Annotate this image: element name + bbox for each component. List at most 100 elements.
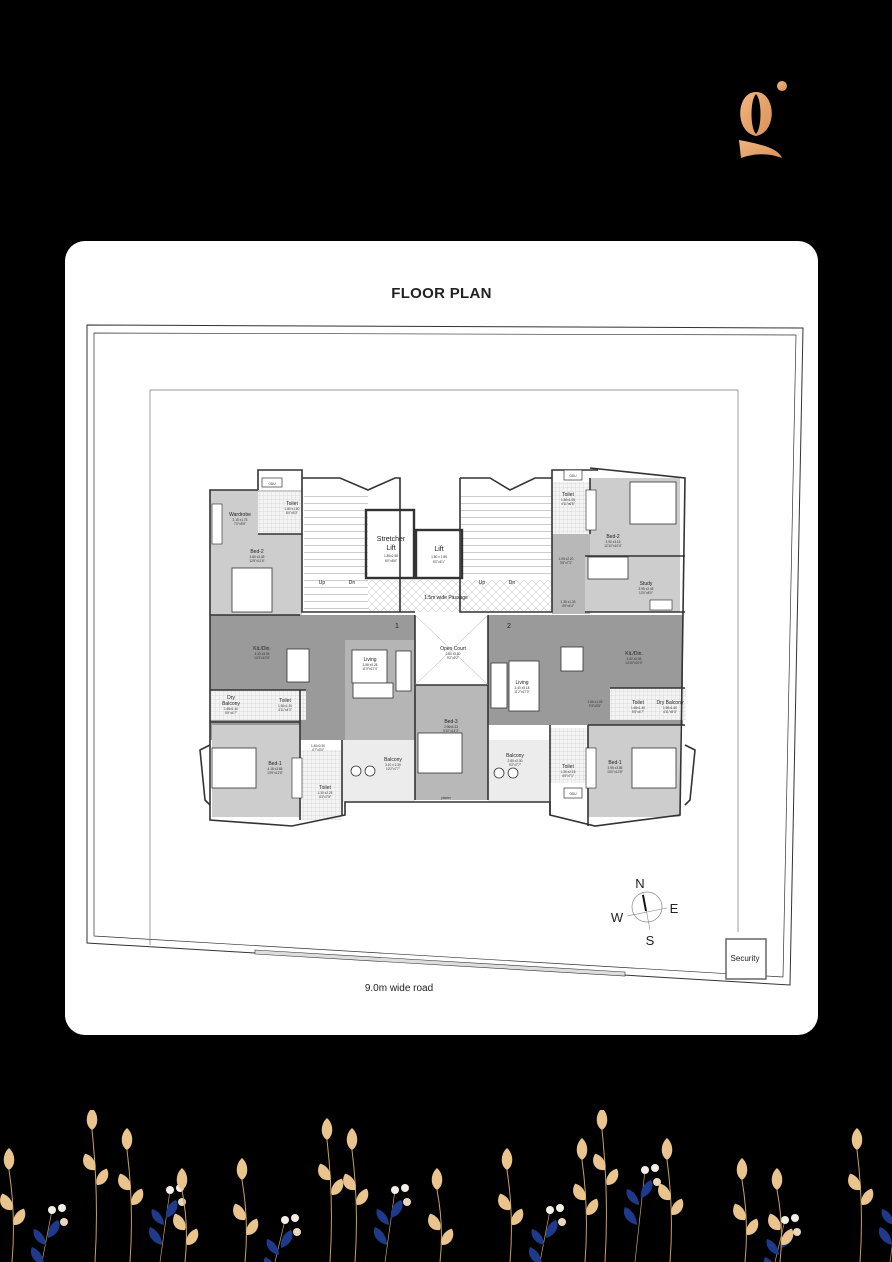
balcony-chair-right bbox=[507, 767, 519, 779]
road-label: 9.0m wide road bbox=[365, 983, 433, 994]
bud bbox=[661, 1138, 673, 1160]
left-bed2-dim-ft: 12'6"x11'6" bbox=[249, 559, 264, 563]
berry bbox=[641, 1166, 649, 1174]
bud bbox=[121, 1128, 133, 1150]
right-toilet-bottom-dim-m: 1.35 x2.15 bbox=[561, 770, 576, 774]
leaf bbox=[376, 1209, 389, 1225]
berry bbox=[546, 1206, 554, 1214]
sofa-left-seats bbox=[352, 682, 394, 699]
left-wardrobe-dim-ft: 7'0"x5'9" bbox=[234, 522, 246, 526]
left-toilet-mid-dim-ft: 4'11"x4'3" bbox=[278, 708, 292, 712]
left-balcony-dim-m: 3.10 x 2.30 bbox=[385, 763, 401, 767]
right-lobby2-dim-ft: 4'5"x4'4" bbox=[562, 604, 574, 608]
right-toilet-top-area bbox=[552, 482, 590, 534]
left-toilet-top-dim-m: 1.80 x1.60 bbox=[285, 507, 300, 511]
page-title: FLOOR PLAN bbox=[391, 285, 492, 302]
stem bbox=[326, 1139, 332, 1262]
left-toilet-bottom-label: Toilet bbox=[319, 785, 331, 791]
left-toilet-top-dim-ft: 6'0"x5'3" bbox=[286, 511, 298, 515]
bed-right-bed1 bbox=[631, 747, 677, 789]
stem bbox=[274, 1219, 286, 1262]
left-balcony-dim-ft: 10'2"x7'7" bbox=[386, 767, 400, 771]
bud bbox=[593, 1153, 606, 1171]
bud bbox=[746, 1218, 759, 1236]
left-living-label: Living bbox=[363, 657, 376, 663]
left-wardrobe-label: Wardrobe bbox=[229, 512, 251, 518]
bud bbox=[96, 1168, 109, 1186]
leaf bbox=[33, 1229, 46, 1245]
bud bbox=[331, 1178, 344, 1196]
stair-left bbox=[304, 490, 368, 612]
stem bbox=[776, 1189, 782, 1262]
leaf bbox=[266, 1239, 279, 1255]
stair-label: Up bbox=[479, 580, 486, 586]
leaf bbox=[280, 1230, 293, 1248]
right-kitchen-label: Kit./Din. bbox=[625, 651, 643, 657]
sofa-left bbox=[351, 649, 388, 684]
left-toilet-bottom-dim-m: 1.30 x2.25 bbox=[318, 791, 333, 795]
leaf bbox=[47, 1220, 60, 1238]
stretcher-lift-dim-ft: 6'0"x8'6" bbox=[385, 559, 397, 563]
leaf bbox=[373, 1227, 387, 1245]
stem bbox=[126, 1149, 132, 1262]
stem bbox=[181, 1189, 187, 1262]
right-dry-balcony-label: Dry Balcony bbox=[657, 700, 684, 706]
left-kitchen-dim-m: 4.33 x3.05 bbox=[255, 652, 270, 656]
logo-tail bbox=[739, 140, 782, 158]
left-toilet-top-label: Toilet bbox=[286, 501, 298, 507]
bud bbox=[0, 1193, 13, 1211]
right-lobby-area bbox=[552, 534, 590, 614]
compass-s: S bbox=[646, 933, 655, 948]
left-bed2-dim-m: 3.80 x3.45 bbox=[250, 555, 265, 559]
stem bbox=[581, 1159, 587, 1262]
left-dry-balcony-dim-m: 1.65x1.40 bbox=[224, 707, 238, 711]
bed3-dim-ft: 9'10"x14'3" bbox=[443, 729, 459, 733]
right-toilet-bottom-area bbox=[550, 728, 588, 783]
stem bbox=[41, 1209, 53, 1262]
left-bed1-label: Bed-1 bbox=[268, 761, 282, 767]
compass: N E S W bbox=[611, 876, 679, 948]
study-table bbox=[587, 556, 629, 580]
right-lobby3-dim-ft: 5'3"x3'5" bbox=[589, 704, 601, 708]
leaf bbox=[263, 1257, 273, 1262]
study-dim-m: 3.95 x2.45 bbox=[639, 587, 654, 591]
leaf bbox=[545, 1220, 558, 1238]
bud bbox=[173, 1213, 186, 1231]
stem bbox=[8, 1169, 14, 1262]
sofa-right bbox=[508, 660, 540, 712]
bud bbox=[431, 1168, 443, 1190]
right-lobby3-dim-m: 1.60 x1.05 bbox=[588, 700, 603, 704]
stem bbox=[436, 1189, 442, 1262]
balcony-chair-left bbox=[364, 765, 376, 777]
floor-plan-drawing: 9.0m wide road Security N E S W bbox=[86, 324, 804, 994]
north-needle bbox=[642, 894, 647, 912]
right-bed2-label: Bed-2 bbox=[606, 534, 620, 540]
left-dry-balcony-label-1: Dry bbox=[227, 695, 235, 701]
dining-table-right bbox=[560, 646, 584, 672]
left-dry-balcony-dim-ft: 5'5"x4'7" bbox=[225, 711, 237, 715]
left-toilet-top-area bbox=[258, 492, 302, 534]
right-balcony-dim-m: 2.80 x2.30 bbox=[508, 759, 523, 763]
stem bbox=[539, 1209, 551, 1262]
left-lobby-dim-m: 1.40x0.90 bbox=[311, 744, 325, 748]
leaf bbox=[165, 1200, 178, 1218]
berry bbox=[58, 1204, 66, 1212]
study-label: Study bbox=[640, 581, 653, 587]
leaf bbox=[766, 1239, 779, 1255]
lift-dim-ft: 6'0"x6'1" bbox=[433, 560, 445, 564]
berry bbox=[401, 1184, 409, 1192]
right-odu-bottom-label: ODU bbox=[569, 792, 577, 796]
brand-logo bbox=[739, 81, 787, 158]
left-toilet-mid-dim-m: 1.50x1.30 bbox=[278, 704, 292, 708]
bud bbox=[851, 1128, 863, 1150]
bud bbox=[186, 1228, 199, 1246]
leaf bbox=[640, 1180, 653, 1198]
stretcher-lift-label-1: Stretcher bbox=[377, 536, 406, 543]
berry bbox=[281, 1216, 289, 1224]
left-living-dim-m: 3.58 x5.28 bbox=[363, 663, 378, 667]
left-toilet-mid-area bbox=[252, 690, 306, 720]
left-toilet-bottom-area bbox=[300, 750, 342, 820]
bud bbox=[441, 1228, 454, 1246]
stem bbox=[666, 1159, 672, 1262]
stem bbox=[241, 1179, 247, 1262]
